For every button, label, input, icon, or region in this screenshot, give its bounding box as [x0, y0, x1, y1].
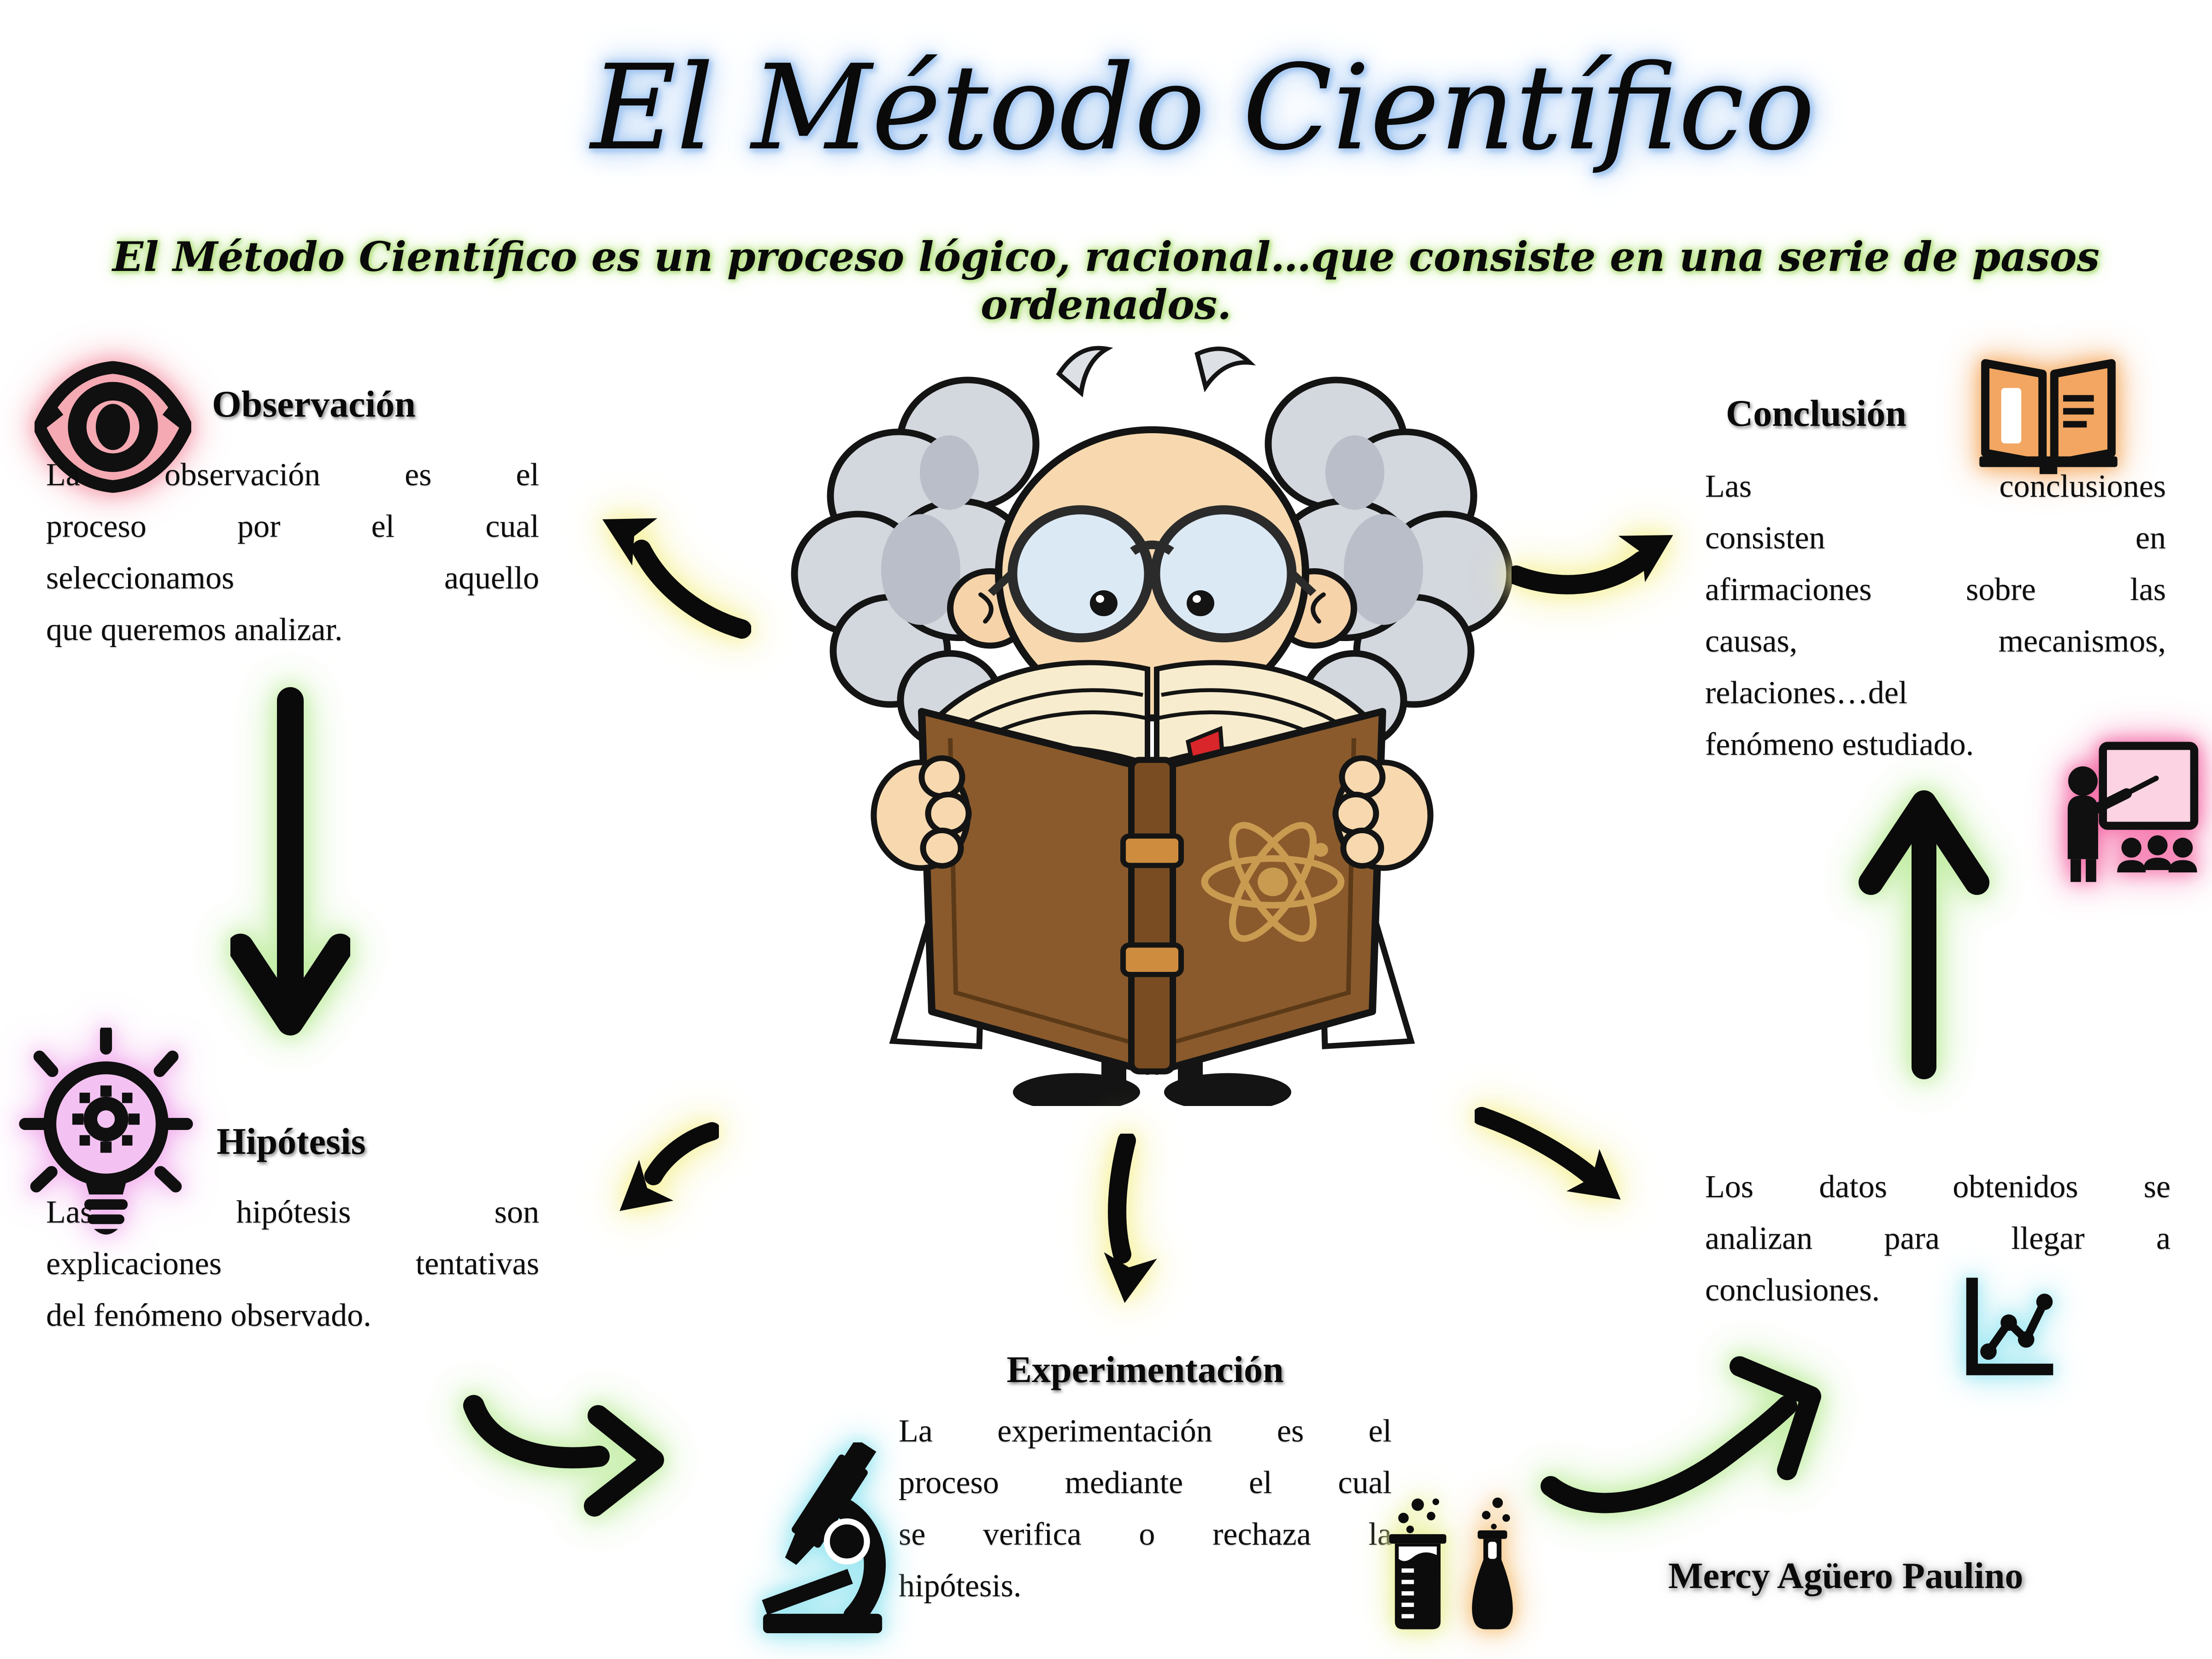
experimentacion-heading: Experimentación [1006, 1348, 1284, 1390]
eye-icon [35, 353, 191, 505]
flask-icon [1457, 1488, 1528, 1636]
experimentacion-body: La experimentación es el proceso mediant… [899, 1406, 1392, 1612]
author-name: Mercy Agüero Paulino [1668, 1556, 2024, 1596]
body-line: proceso mediante el cual [899, 1465, 1392, 1500]
arrow-to-conclusion [1512, 498, 1673, 604]
body-line: fenómeno estudiado. [1705, 727, 1974, 762]
observacion-heading: Observación [212, 383, 416, 425]
line-chart-icon [1959, 1272, 2060, 1385]
conclusion-heading: Conclusión [1726, 392, 1906, 434]
beaker-icon [1382, 1488, 1454, 1636]
scientist-reading-book-illustration [783, 327, 1521, 1106]
hipotesis-heading: Hipótesis [217, 1120, 366, 1162]
body-line: del fenómeno observado. [46, 1298, 371, 1333]
arrow-analisis-to-conclusion [1857, 779, 1991, 1083]
arrow-to-hipotesis [613, 1120, 719, 1226]
open-book-icon [1975, 350, 2122, 488]
page-title: El Método Científico [590, 40, 1815, 176]
observacion-body: La observación es el proceso por el cual… [46, 449, 539, 656]
teacher-presentation-icon [2055, 737, 2203, 885]
body-line: analizan para llegar a [1705, 1221, 2171, 1256]
body-line: La observación es el [46, 457, 539, 493]
arrow-to-analisis [1475, 1106, 1627, 1212]
arrow-observacion-to-hipotesis [230, 687, 350, 1065]
body-line: explicaciones tentativas [46, 1246, 539, 1282]
body-line: relaciones…del [1705, 675, 1908, 711]
page-subtitle: El Método Científico es un proceso lógic… [112, 233, 2100, 329]
body-line: Los datos obtenidos se [1705, 1169, 2171, 1205]
body-line: causas, mecanismos, [1705, 624, 2166, 659]
body-line: La experimentación es el [899, 1413, 1392, 1449]
hipotesis-body: Las hipótesis son explicaciones tentativ… [46, 1187, 539, 1341]
microscope-icon [756, 1442, 889, 1641]
analisis-body: Los datos obtenidos se analizan para lle… [1705, 1161, 2171, 1316]
body-line: consisten en [1705, 520, 2166, 556]
arrow-hipotesis-to-experimentacion [461, 1387, 682, 1530]
body-line: seleccionamos aquello [46, 560, 539, 596]
body-line: Las hipótesis son [46, 1194, 539, 1230]
lightbulb-gear-icon [14, 1028, 198, 1244]
conclusion-body: Las conclusiones consisten en afirmacion… [1705, 461, 2166, 771]
lab-flasks-icon [1382, 1488, 1530, 1636]
body-line: conclusiones. [1705, 1272, 1880, 1308]
arrow-experimentacion-to-analisis [1530, 1332, 1848, 1530]
body-line: hipótesis. [899, 1568, 1022, 1604]
body-line: que queremos analizar. [46, 612, 343, 647]
body-line: Las conclusiones [1705, 469, 2166, 504]
body-line: afirmaciones sobre las [1705, 572, 2166, 607]
body-line: se verifica o rechaza la [899, 1517, 1392, 1552]
body-line: proceso por el cual [46, 509, 539, 544]
arrow-to-observacion [585, 488, 751, 641]
arrow-to-experimentacion [1083, 1134, 1184, 1309]
